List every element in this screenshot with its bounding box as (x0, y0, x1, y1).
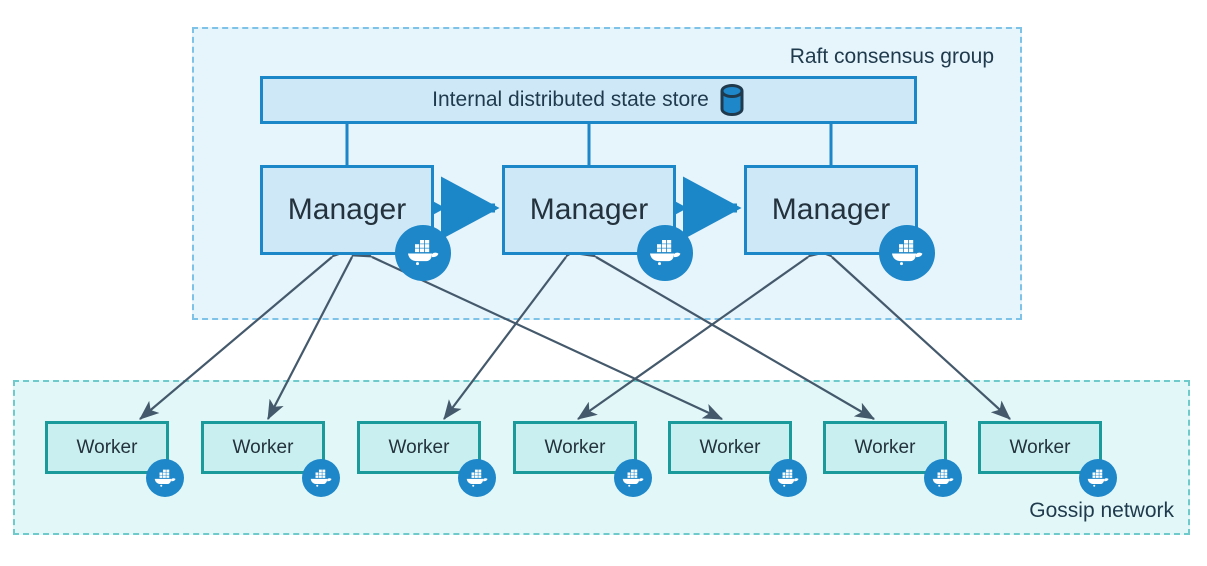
worker-label: Worker (388, 436, 450, 458)
docker-whale-icon (458, 459, 496, 497)
worker-label: Worker (699, 436, 761, 458)
worker-node-3[interactable]: Worker (357, 421, 481, 474)
docker-whale-icon (1079, 459, 1117, 497)
worker-label: Worker (1009, 436, 1071, 458)
worker-label: Worker (854, 436, 916, 458)
worker-node-4[interactable]: Worker (513, 421, 637, 474)
docker-whale-icon (302, 459, 340, 497)
worker-node-1[interactable]: Worker (45, 421, 169, 474)
manager-node-1[interactable]: Manager (260, 165, 434, 255)
manager-label: Manager (771, 193, 891, 226)
database-cylinder-icon (719, 84, 745, 116)
docker-whale-icon (924, 459, 962, 497)
gossip-network-label: Gossip network (1029, 499, 1174, 522)
docker-whale-icon (146, 459, 184, 497)
worker-label: Worker (232, 436, 294, 458)
docker-whale-icon (769, 459, 807, 497)
docker-whale-icon (395, 225, 451, 281)
worker-node-7[interactable]: Worker (978, 421, 1102, 474)
manager-label: Manager (529, 193, 649, 226)
docker-whale-icon (879, 225, 935, 281)
internal-state-store-box[interactable]: Internal distributed state store (260, 76, 917, 124)
docker-whale-icon (614, 459, 652, 497)
worker-label: Worker (76, 436, 138, 458)
docker-whale-icon (637, 225, 693, 281)
raft-consensus-group-label: Raft consensus group (789, 45, 994, 68)
state-store-label: Internal distributed state store (432, 88, 709, 111)
worker-node-2[interactable]: Worker (201, 421, 325, 474)
worker-label: Worker (544, 436, 606, 458)
worker-node-6[interactable]: Worker (823, 421, 947, 474)
manager-label: Manager (287, 193, 407, 226)
worker-node-5[interactable]: Worker (668, 421, 792, 474)
